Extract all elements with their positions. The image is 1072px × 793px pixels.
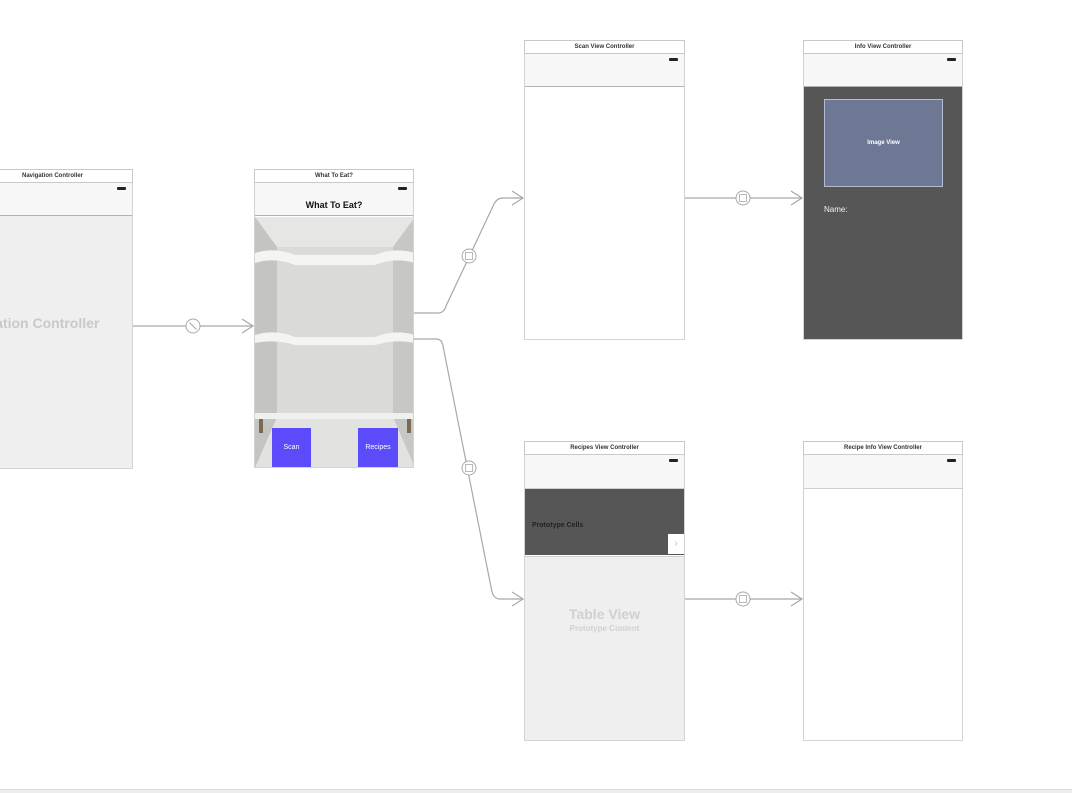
show-segue-icon[interactable] — [735, 190, 751, 206]
disclosure-chevron-icon: › — [668, 534, 684, 554]
image-view[interactable]: Image View — [824, 99, 943, 187]
scene-recipes-view-controller[interactable]: Recipes View Controller Prototype Cells … — [524, 441, 685, 741]
battery-icon — [947, 58, 956, 61]
prototype-cells-label: Prototype Cells — [532, 522, 584, 529]
status-bar — [525, 54, 684, 66]
show-segue-icon[interactable] — [735, 591, 751, 607]
prototype-content-label: Prototype Content — [569, 624, 640, 633]
scene-what-to-eat[interactable]: What To Eat? What To Eat? Scan Recipes — [254, 169, 414, 468]
scene-title[interactable]: Recipes View Controller — [524, 441, 685, 455]
battery-icon — [398, 187, 407, 190]
scene-title[interactable]: Scan View Controller — [524, 40, 685, 54]
status-bar — [804, 455, 962, 467]
show-segue-icon[interactable] — [461, 460, 477, 476]
scene-screen — [524, 54, 685, 340]
status-bar — [255, 183, 413, 195]
root-relationship-icon[interactable] — [185, 318, 201, 334]
name-label: Name: — [824, 205, 848, 214]
pantry-shelves-image — [255, 217, 413, 467]
battery-icon — [669, 58, 678, 61]
table-view-label: Table View — [568, 606, 641, 622]
navigation-bar — [0, 195, 132, 216]
status-bar — [804, 54, 962, 66]
canvas-bottom-bar — [0, 789, 1072, 793]
scene-screen: Image View Name: — [803, 54, 963, 340]
navigation-bar — [525, 467, 684, 489]
prototype-cell[interactable]: Prototype Cells › — [525, 489, 684, 555]
status-bar — [0, 183, 132, 195]
controller-placeholder-label: Navigation Controller — [0, 315, 100, 331]
scene-screen — [803, 455, 963, 741]
scan-button[interactable]: Scan — [272, 428, 311, 467]
show-segue-icon[interactable] — [461, 248, 477, 264]
pantry-background-image: Scan Recipes — [255, 217, 413, 467]
scene-info-view-controller[interactable]: Info View Controller Image View Name: — [803, 40, 963, 340]
scene-navigation-controller[interactable]: Navigation Controller Navigation Control… — [0, 169, 133, 469]
scene-recipe-info-view-controller[interactable]: Recipe Info View Controller — [803, 441, 963, 741]
scene-scan-view-controller[interactable]: Scan View Controller — [524, 40, 685, 340]
scene-screen: What To Eat? Scan Recipes — [254, 183, 414, 468]
nav-title: What To Eat? — [305, 200, 363, 210]
info-content-view: Image View Name: — [804, 87, 962, 339]
scene-title[interactable]: Recipe Info View Controller — [803, 441, 963, 455]
scene-title[interactable]: Navigation Controller — [0, 169, 133, 183]
recipes-button[interactable]: Recipes — [358, 428, 398, 467]
controller-body: Navigation Controller — [0, 216, 132, 468]
navigation-bar: What To Eat? — [255, 195, 413, 216]
scene-screen: Prototype Cells › Table View Prototype C… — [524, 455, 685, 741]
navigation-bar — [525, 66, 684, 87]
table-view[interactable]: Table View Prototype Content — [525, 556, 684, 740]
battery-icon — [947, 459, 956, 462]
battery-icon — [669, 459, 678, 462]
scene-title[interactable]: Info View Controller — [803, 40, 963, 54]
status-bar — [525, 455, 684, 467]
navigation-bar — [804, 467, 962, 489]
battery-icon — [117, 187, 126, 190]
scene-title[interactable]: What To Eat? — [254, 169, 414, 183]
scene-screen: Navigation Controller — [0, 183, 133, 469]
navigation-bar — [804, 66, 962, 87]
